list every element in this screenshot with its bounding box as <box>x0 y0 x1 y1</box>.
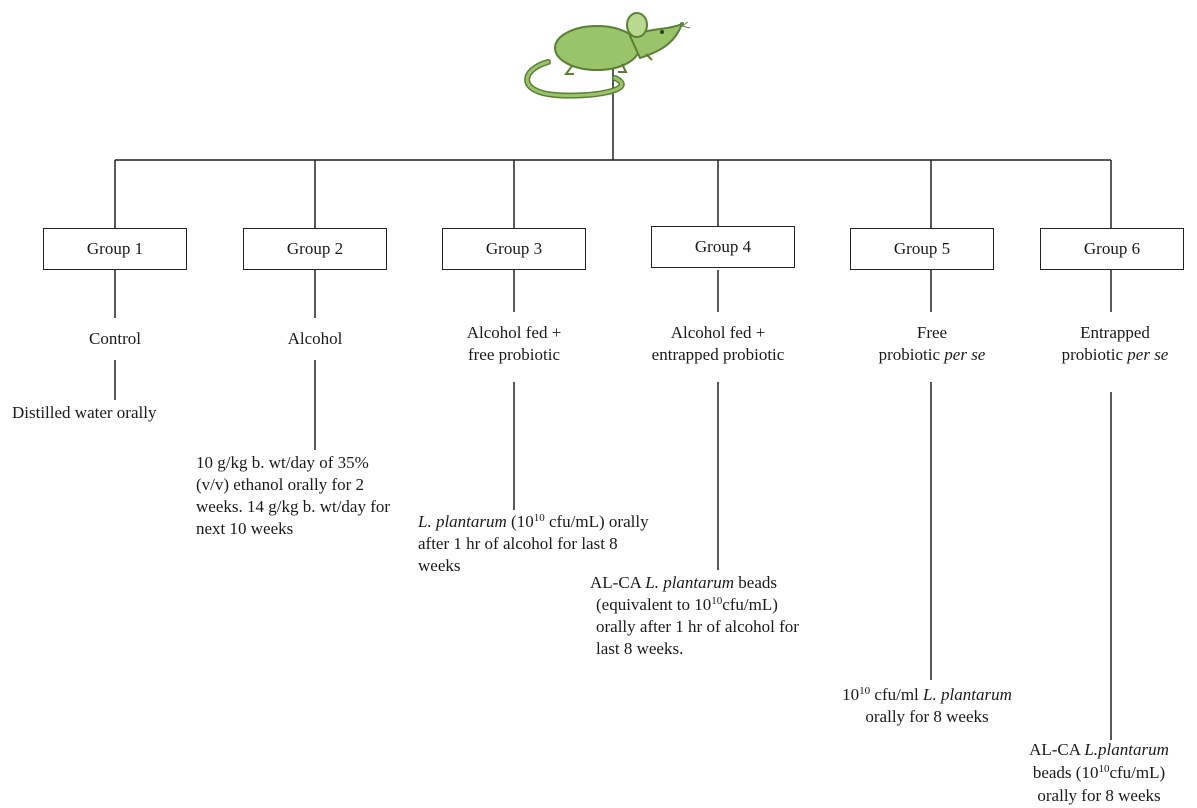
group-6-box: Group 6 <box>1040 228 1184 270</box>
group-2-box: Group 2 <box>243 228 387 270</box>
group-3-box: Group 3 <box>442 228 586 270</box>
group-5-box: Group 5 <box>850 228 994 270</box>
group-4-box: Group 4 <box>651 226 795 268</box>
group-1-box: Group 1 <box>43 228 187 270</box>
group-5-treatment: Free probiotic per se <box>878 323 986 364</box>
group-1-detail: Distilled water orally <box>12 403 157 422</box>
group-2-detail: 10 g/kg b. wt/day of 35% (v/v) ethanol o… <box>196 453 391 538</box>
group-3-detail: L. plantarum (1010 cfu/mL) orally after … <box>418 512 649 575</box>
mouse-icon <box>524 12 691 99</box>
group-4-treatment: Alcohol fed + entrapped probiotic <box>651 323 785 364</box>
group-3-treatment: Alcohol fed + free probiotic <box>466 323 562 364</box>
group-6-detail: AL-CA L.plantarum beads (1010cfu/mL) ora… <box>1029 740 1169 805</box>
group-2-treatment: Alcohol <box>287 329 343 348</box>
group-4-detail: AL-CA L. plantarum beads (equivalent to … <box>590 573 799 658</box>
group-6-treatment: Entrapped probiotic per se <box>1061 323 1169 364</box>
group-1-treatment: Control <box>89 329 141 348</box>
group-5-detail: 1010 cfu/ml L. plantarum orally for 8 we… <box>842 685 1012 726</box>
